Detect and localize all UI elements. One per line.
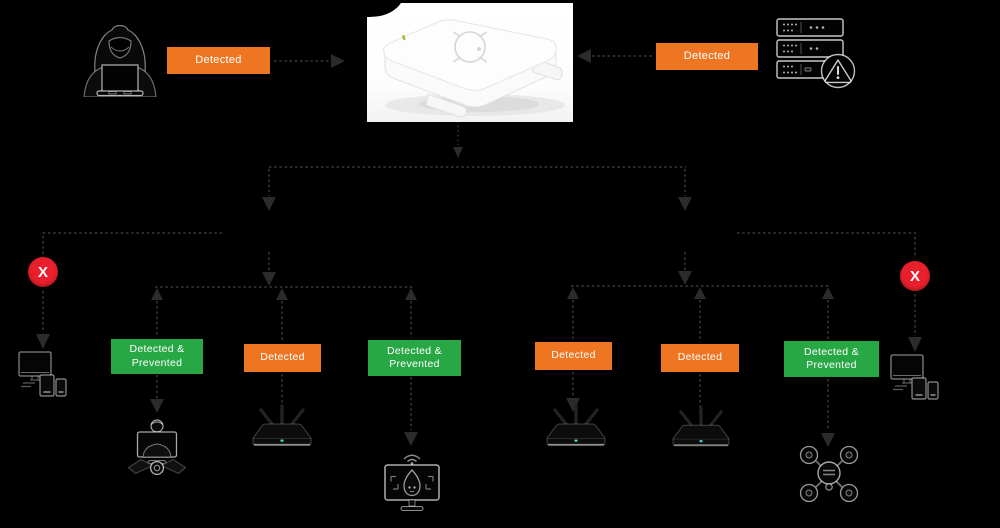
status-branch-6: Detected & Prevented <box>784 341 879 377</box>
evil-twin-access-point-icon <box>384 454 440 512</box>
hooded-hacker-icon <box>83 24 157 97</box>
rogue-access-point-icon <box>252 404 312 446</box>
access-point-device <box>367 3 565 118</box>
access-point-photo <box>367 3 573 122</box>
ad-hoc-access-point-icon <box>672 406 730 447</box>
neighbor-access-point-icon <box>546 404 606 446</box>
blocked-x-left: X <box>28 257 58 287</box>
status-branch-1: Detected & Prevented <box>111 339 203 374</box>
status-branch-5: Detected <box>661 344 739 372</box>
workstation-devices-icon <box>890 354 939 400</box>
status-branch-3: Detected & Prevented <box>368 340 461 376</box>
status-branch-4: Detected <box>535 342 612 370</box>
drone-icon <box>799 445 859 503</box>
arrowheads <box>36 49 922 447</box>
rogue-client-icon <box>127 419 187 475</box>
workstation-devices-icon <box>18 351 67 397</box>
blocked-x-right: X <box>900 261 930 291</box>
status-server-detected: Detected <box>656 43 758 70</box>
status-attacker-detected: Detected <box>167 47 270 74</box>
photo-corner-artifact <box>367 3 401 17</box>
status-branch-2: Detected <box>244 344 321 372</box>
server-stack-alert-icon <box>776 18 856 89</box>
